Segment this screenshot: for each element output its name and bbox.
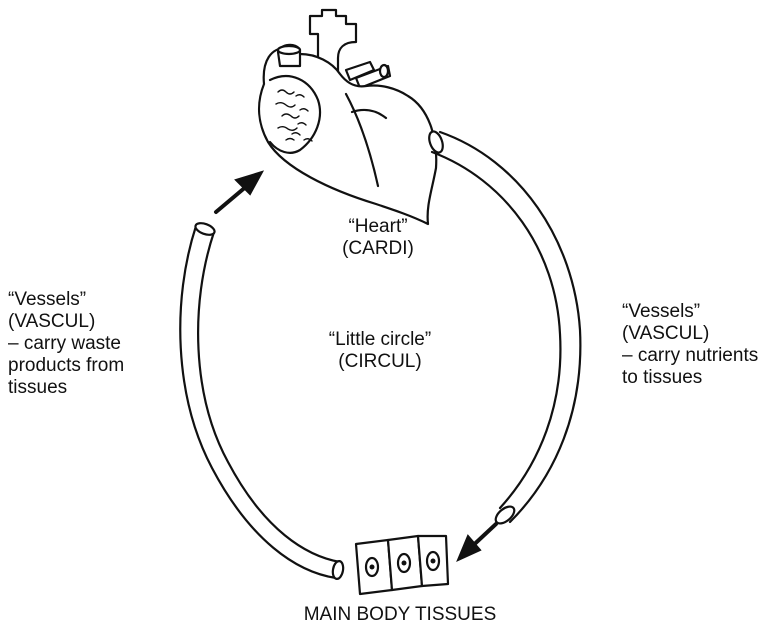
heart-icon [258,8,438,226]
tissues-label: MAIN BODY TISSUES [303,604,497,625]
right-vessels-line-3: – carry nutrients [622,345,759,366]
right-vessels-line-4: to tissues [622,367,703,388]
left-vessels-line-2: (VASCUL) [8,311,96,332]
arrow-to-tissues-icon [456,522,498,562]
right-vessels-line-1: “Vessels” [622,301,701,322]
left-vessels-line-4: products from [8,355,125,376]
center-label: “Little circle” (CIRCUL) [300,329,460,373]
cells-icon [354,534,450,596]
right-vessels-line-2: (VASCUL) [622,323,710,344]
center-label-root: (CIRCUL) [338,351,422,372]
center-label-name: “Little circle” [328,329,432,350]
left-vessels-label: “Vessels” (VASCUL) – carry waste product… [8,289,178,399]
left-vessels-line-1: “Vessels” [8,289,87,310]
right-vessel [428,130,582,525]
heart-label-name: “Heart” [348,216,408,237]
arrow-to-heart-icon [214,170,265,214]
left-vessel [179,222,345,581]
right-vessels-label: “Vessels” (VASCUL) – carry nutrients to … [622,301,780,389]
heart-label-root: (CARDI) [342,238,414,259]
left-vessels-line-5: tissues [8,377,68,398]
heart-label: “Heart” (CARDI) [318,216,438,260]
left-vessels-line-3: – carry waste [8,333,121,354]
